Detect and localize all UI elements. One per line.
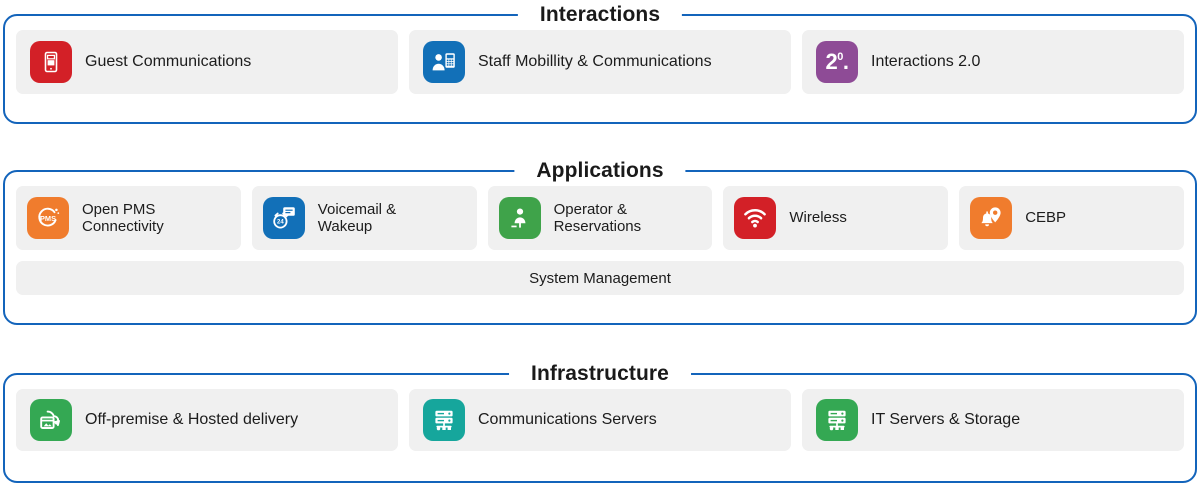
system-management-bar[interactable]: System Management <box>16 261 1184 295</box>
svg-text:PMS: PMS <box>40 214 56 223</box>
bell-location-pin-icon <box>970 197 1013 239</box>
card-label: Wireless <box>789 209 847 227</box>
section-title-infrastructure: Infrastructure <box>509 360 691 388</box>
card-row-interactions: Guest Communications <box>16 30 1184 94</box>
svg-text:24: 24 <box>277 220 284 226</box>
card-label: Voicemail & Wakeup <box>317 200 397 235</box>
card-off-premise-hosted-delivery[interactable]: Off-premise & Hosted delivery <box>16 389 398 451</box>
wifi-icon <box>734 197 777 239</box>
section-body-interactions: Guest Communications <box>5 16 1195 106</box>
headset-agent-icon <box>498 197 541 239</box>
card-staff-mobility[interactable]: Staff Mobillity & Communications <box>409 30 791 94</box>
server-rack-icon <box>423 399 465 441</box>
cloud-window-icon <box>30 399 72 441</box>
card-label: Interactions 2.0 <box>871 52 981 70</box>
alarm-clock-message-icon: 24 <box>262 197 305 239</box>
card-open-pms-connectivity[interactable]: PMS Open PMS Connectivity <box>16 186 241 250</box>
card-voicemail-wakeup[interactable]: 24 Voicemail & Wakeup <box>251 186 477 250</box>
card-label: Guest Communications <box>85 52 252 70</box>
card-guest-communications[interactable]: Guest Communications <box>16 30 398 94</box>
card-communications-servers[interactable]: Communications Servers <box>409 389 791 451</box>
card-operator-reservations[interactable]: Operator & Reservations <box>487 186 713 250</box>
card-row-infrastructure: Off-premise & Hosted delivery <box>16 389 1184 451</box>
section-interactions: Interactions Guest Communications <box>3 1 1197 124</box>
card-wireless[interactable]: Wireless <box>723 186 949 250</box>
section-title-interactions: Interactions <box>517 1 683 29</box>
pms-circle-icon: PMS <box>27 197 69 239</box>
card-it-servers-storage[interactable]: IT Servers & Storage <box>802 389 1184 451</box>
section-body-infrastructure: Off-premise & Hosted delivery <box>5 375 1195 463</box>
tablet-phone-icon <box>30 41 72 83</box>
section-title-applications: Applications <box>514 157 686 185</box>
card-label: Open PMS Connectivity <box>82 200 164 235</box>
section-body-applications: PMS Open PMS Connectivity <box>5 172 1195 307</box>
system-management-label: System Management <box>529 269 671 287</box>
server-rack-icon <box>816 399 858 441</box>
card-label: IT Servers & Storage <box>871 410 1021 428</box>
section-applications: Applications PMS Open PMS Connectivity <box>3 157 1197 325</box>
section-infrastructure: Infrastructure Off-premise & Hosted deli… <box>3 360 1197 483</box>
card-cebp[interactable]: CEBP <box>959 186 1184 250</box>
card-label: CEBP <box>1025 209 1067 227</box>
card-label: Staff Mobillity & Communications <box>478 52 712 70</box>
card-label: Communications Servers <box>478 410 657 428</box>
card-label: Operator & Reservations <box>553 200 642 235</box>
person-handset-icon <box>423 41 465 83</box>
card-row-applications: PMS Open PMS Connectivity <box>16 186 1184 250</box>
card-label: Off-premise & Hosted delivery <box>85 410 299 428</box>
